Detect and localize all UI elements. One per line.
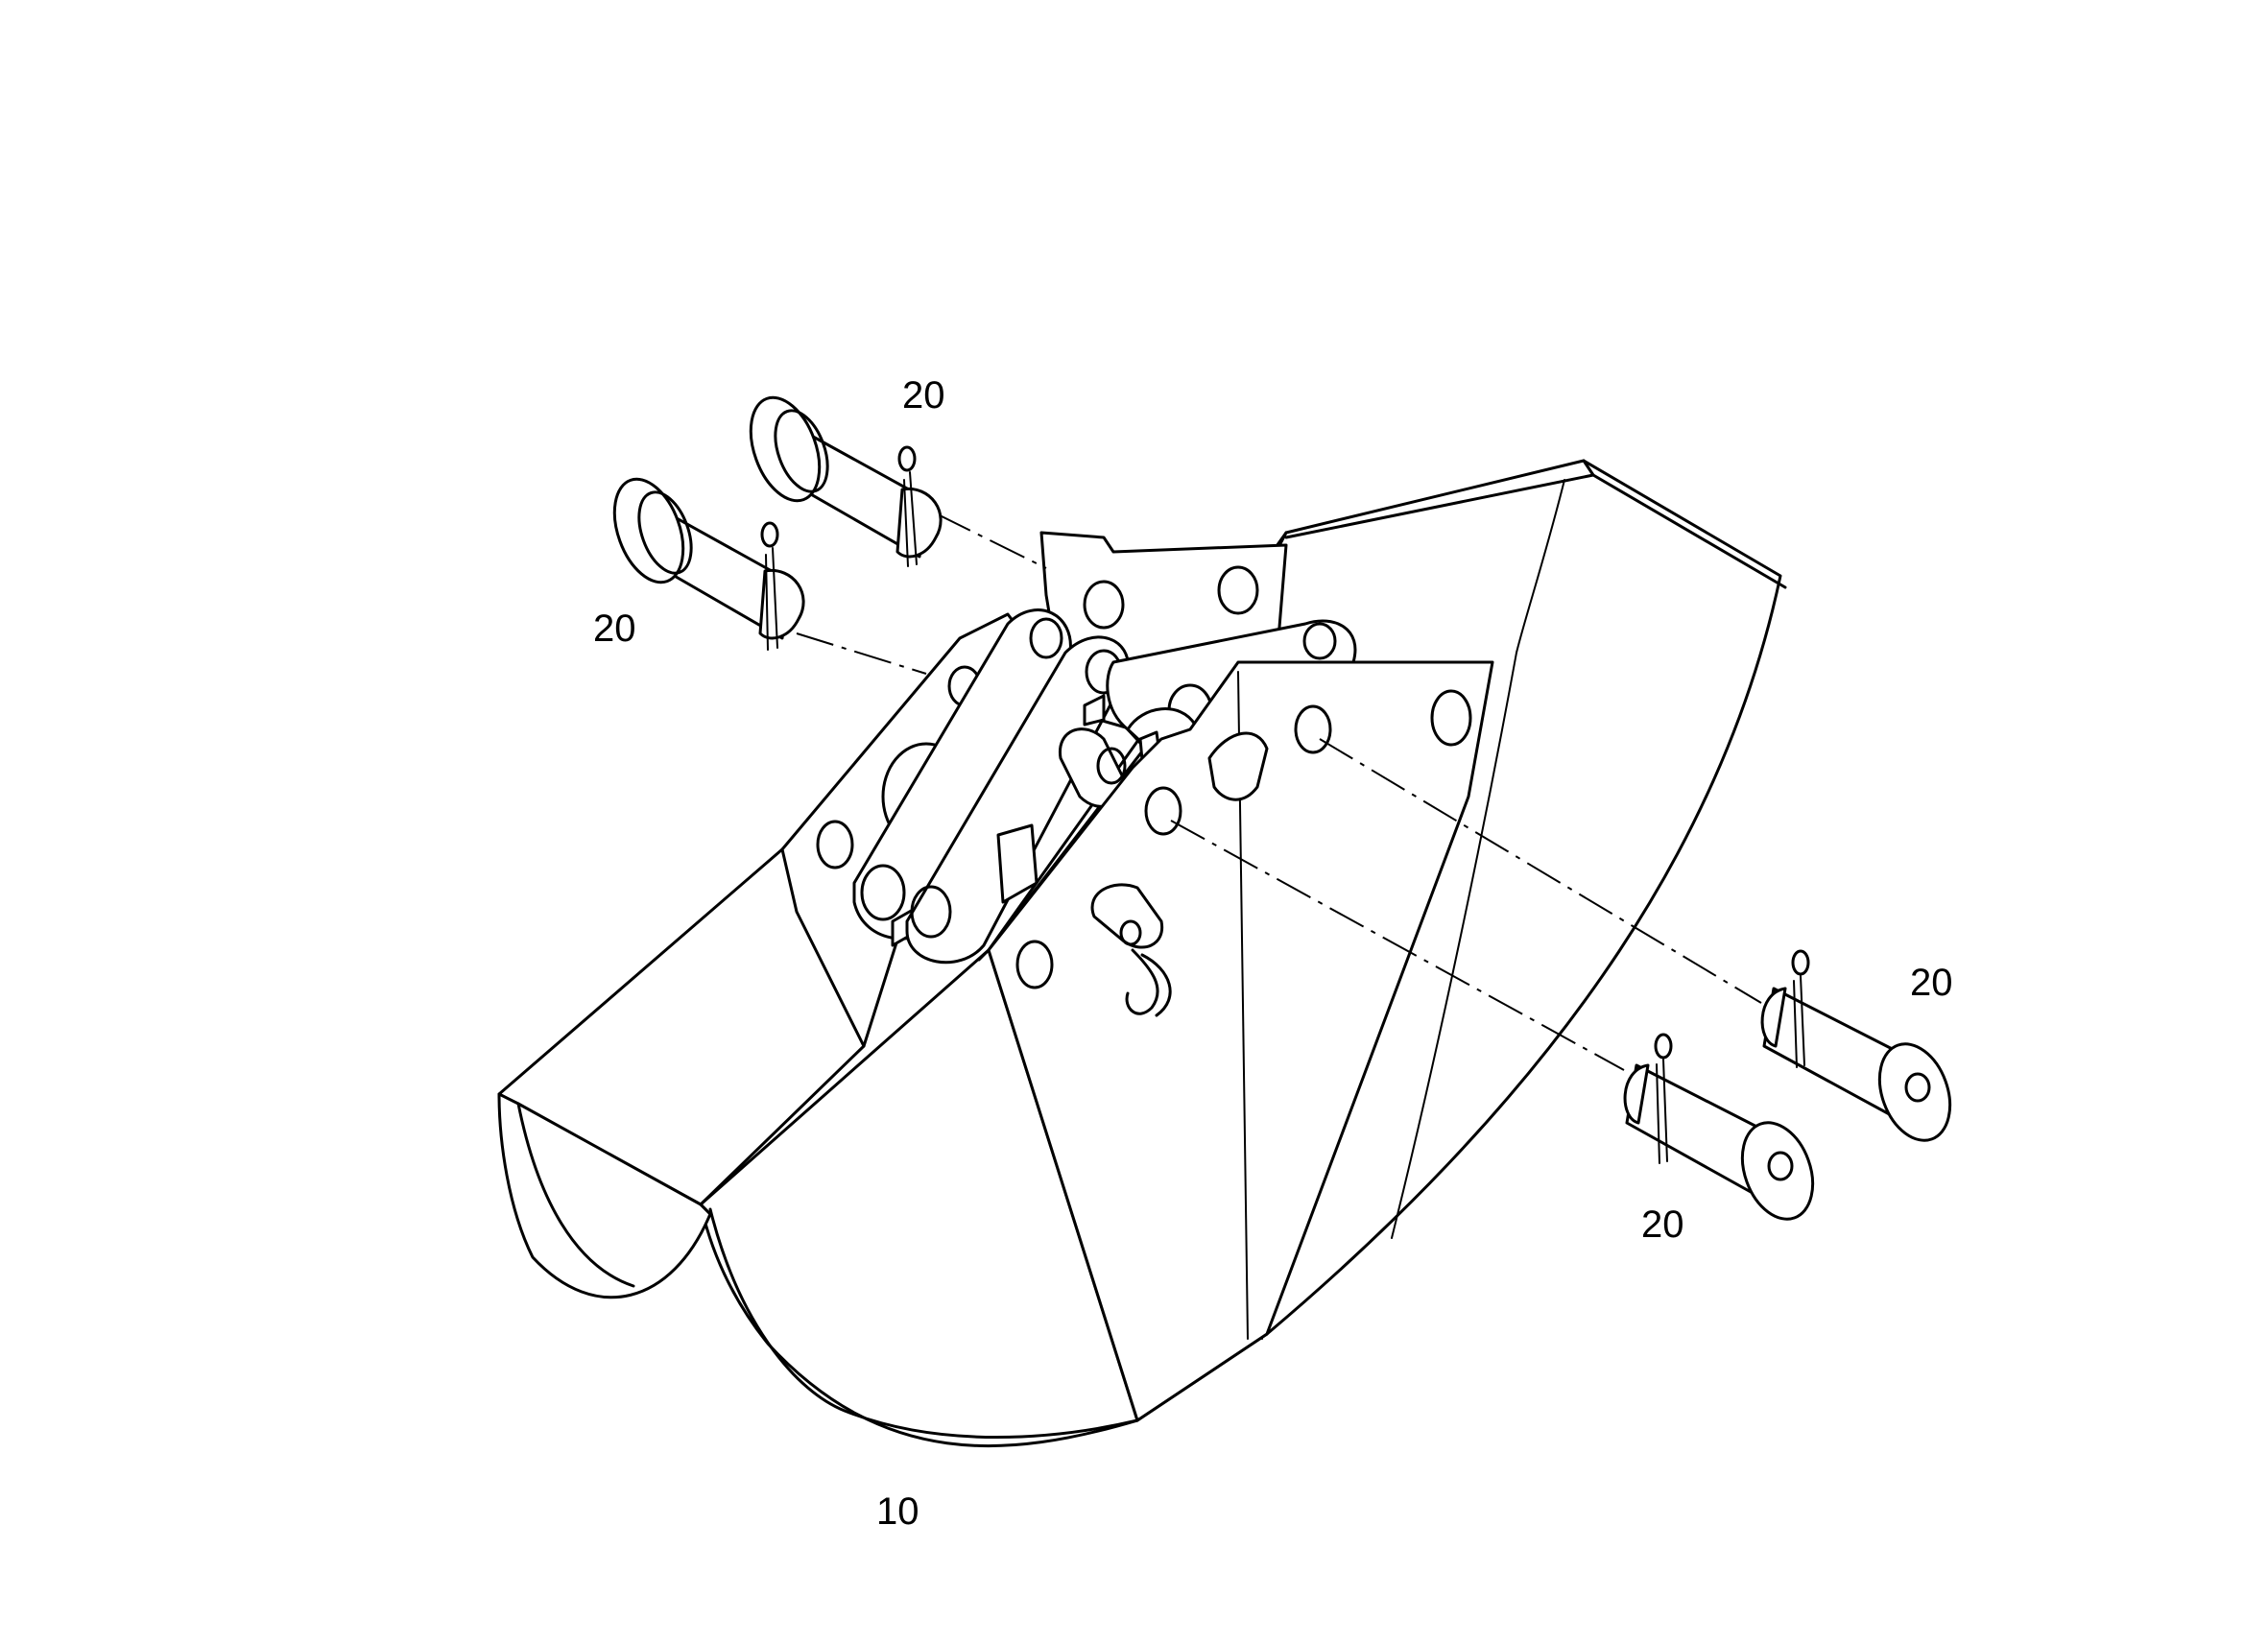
pin-axis-lines: [796, 512, 1762, 1071]
callout-bucket: 10: [876, 1490, 919, 1533]
pin-icon: [1623, 1033, 1815, 1221]
hinge-assembly: [780, 531, 1494, 1422]
pin-icon: [1760, 949, 1952, 1142]
callout-pin-lower-left: 20: [593, 608, 636, 650]
callout-pin-right-lower: 20: [1641, 1203, 1684, 1246]
callout-pin-right-upper: 20: [1910, 962, 1953, 1004]
pin-icon: [612, 477, 805, 651]
pin-icon: [749, 395, 943, 567]
callout-pin-upper-left: 20: [902, 374, 945, 417]
